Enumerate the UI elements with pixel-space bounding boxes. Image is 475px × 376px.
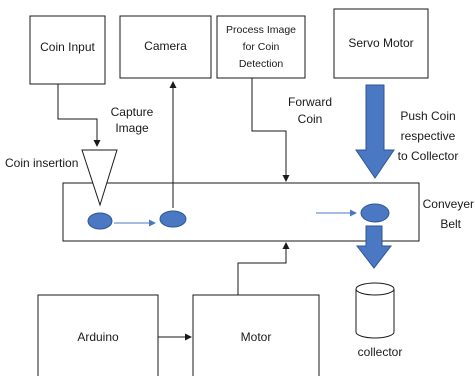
camera-label: Camera — [144, 39, 187, 53]
collector-label: collector — [358, 345, 403, 359]
coin-input-label: Coin Input — [40, 40, 95, 54]
process-image-label-line3: Detection — [239, 58, 284, 70]
arduino-label: Arduino — [77, 330, 119, 344]
arduino-box: Arduino — [37, 294, 159, 376]
capture-image-label-line1: Capture — [111, 105, 154, 119]
forward-coin-label-line2: Coin — [298, 112, 323, 126]
coin-1 — [87, 212, 113, 230]
servo-motor-box: Servo Motor — [333, 8, 429, 79]
process-image-box: Process Image for Coin Detection — [216, 15, 306, 79]
push-coin-label-line3: to Collector — [398, 149, 459, 163]
push-coin-label-line1: Push Coin — [400, 109, 455, 123]
push-coin-label-line2: respective — [401, 129, 456, 143]
capture-image-label-line2: Image — [115, 121, 149, 135]
servo-motor-label: Servo Motor — [348, 36, 413, 50]
coin-insertion-label: Coin insertion — [5, 156, 78, 170]
coin-input-to-funnel-arrow — [57, 84, 101, 147]
coin-3 — [360, 203, 390, 223]
coin-2 — [159, 210, 187, 228]
coin-insertion-funnel — [81, 149, 118, 207]
servo-push-arrow — [355, 84, 395, 179]
process-image-label-line1: Process Image — [226, 24, 296, 36]
coin-input-box: Coin Input — [29, 15, 106, 85]
collector-cylinder — [355, 282, 395, 339]
motor-to-belt-arrow — [237, 242, 290, 295]
process-image-label-line2: for Coin — [243, 41, 280, 53]
collector-drop-arrow — [355, 225, 393, 269]
forward-coin-label-line1: Forward — [288, 95, 332, 109]
conveyer-belt-label-line2: Belt — [440, 217, 461, 231]
forward-coin-arrow — [251, 78, 290, 182]
conveyer-belt-label-line1: Conveyer — [423, 197, 474, 211]
motor-label: Motor — [241, 330, 272, 344]
conveyer-belt-box — [62, 182, 420, 242]
motor-box: Motor — [192, 294, 320, 376]
camera-box: Camera — [119, 15, 212, 79]
